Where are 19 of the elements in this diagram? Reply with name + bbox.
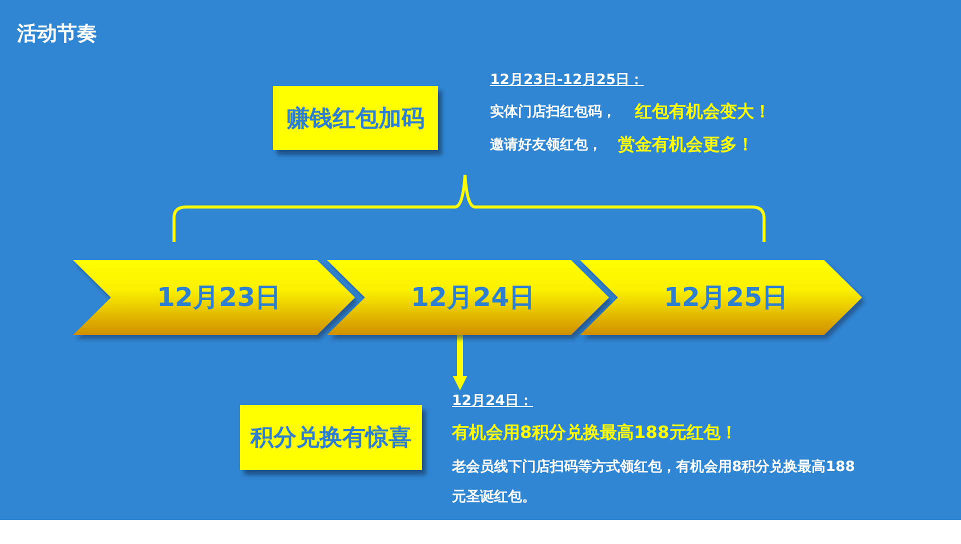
date-heading: 12月23日-12月25日：: [490, 71, 644, 89]
node-text: 12月25日: [662, 282, 788, 315]
node-text: 积分兑换有惊喜: [250, 424, 412, 453]
node-text: 12月24日: [410, 282, 536, 315]
description-text: 邀请好友领红包，: [490, 136, 602, 154]
label-box: [240, 405, 422, 470]
arrow: [452, 335, 468, 390]
description-text: 老会员线下门店扫码等方式领红包，有机会用8积分兑换最高188元圣诞红包。: [452, 458, 856, 507]
chevron-step: [73, 260, 355, 335]
description-text: 赏金有机会更多！: [618, 134, 754, 156]
node-text: 12月23日: [156, 282, 282, 315]
description-text: 红包有机会变大！: [635, 101, 771, 123]
node-text: 赚钱红包加码: [286, 104, 424, 134]
chevron-step: [327, 260, 609, 335]
description-text: 有机会用8积分兑换最高188元红包！: [452, 422, 738, 444]
description-text: 实体门店扫红包码，: [490, 103, 616, 121]
label-box: [273, 86, 438, 150]
chevron-step: [580, 260, 862, 335]
title: 活动节奏: [17, 20, 97, 47]
